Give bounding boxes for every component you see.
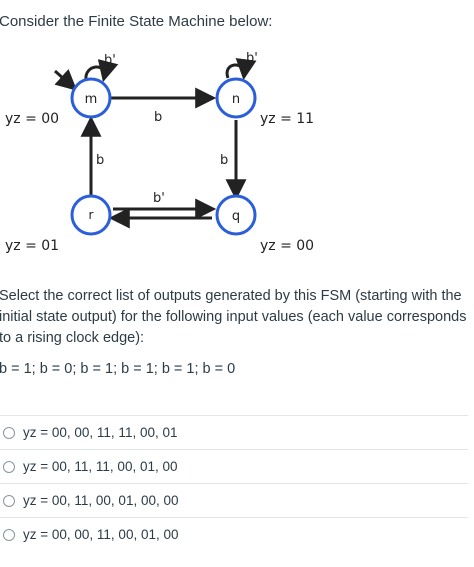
answer-option-label: yz = 00, 11, 11, 00, 01, 00 [23,459,178,474]
label-n-to-q: b [220,153,228,168]
output-q: yz = 00 [260,238,314,254]
transition-m-self [84,59,119,83]
answer-option-b[interactable]: yz = 00, 11, 11, 00, 01, 00 [0,449,468,483]
state-n-label: n [232,92,240,107]
radio-button[interactable] [3,528,15,541]
question-text: Select the correct list of outputs gener… [0,288,467,346]
state-m-label: m [85,92,98,107]
input-sequence: b = 1; b = 0; b = 1; b = 1; b = 1; b = 0 [0,361,236,377]
label-m-self: b' [104,53,116,68]
output-m: yz = 00 [5,111,59,127]
output-r: yz = 01 [5,238,59,254]
answer-option-a[interactable]: yz = 00, 00, 11, 11, 00, 01 [0,415,468,449]
state-r [70,194,112,236]
answer-option-c[interactable]: yz = 00, 11, 00, 01, 00, 00 [0,483,468,517]
state-m [70,77,112,119]
radio-button[interactable] [3,426,15,439]
label-m-to-n: b [154,110,162,125]
state-q-label: q [232,209,240,224]
output-n: yz = 11 [260,111,314,127]
state-q [215,194,257,236]
label-r-to-m: b [96,153,104,168]
answer-options: yz = 00, 00, 11, 11, 00, 01 yz = 00, 11,… [0,415,468,551]
question-prompt: Consider the Finite State Machine below: [0,13,273,30]
answer-option-d[interactable]: yz = 00, 00, 11, 00, 01, 00 [0,517,468,551]
label-r-q: b' [153,191,165,206]
answer-option-label: yz = 00, 11, 00, 01, 00, 00 [23,493,179,508]
radio-button[interactable] [3,494,15,507]
answer-option-label: yz = 00, 00, 11, 11, 00, 01 [23,425,178,440]
transition-n-self [225,58,257,81]
answer-option-label: yz = 00, 00, 11, 00, 01, 00 [23,527,179,542]
label-n-self: b' [246,51,258,66]
state-r-label: r [89,208,94,222]
start-arrow [53,68,78,91]
radio-button[interactable] [3,460,15,473]
state-n [215,77,257,119]
fsm-diagram: b' b' b b b b' m n r q yz = 00 yz = 11 y… [5,51,314,254]
